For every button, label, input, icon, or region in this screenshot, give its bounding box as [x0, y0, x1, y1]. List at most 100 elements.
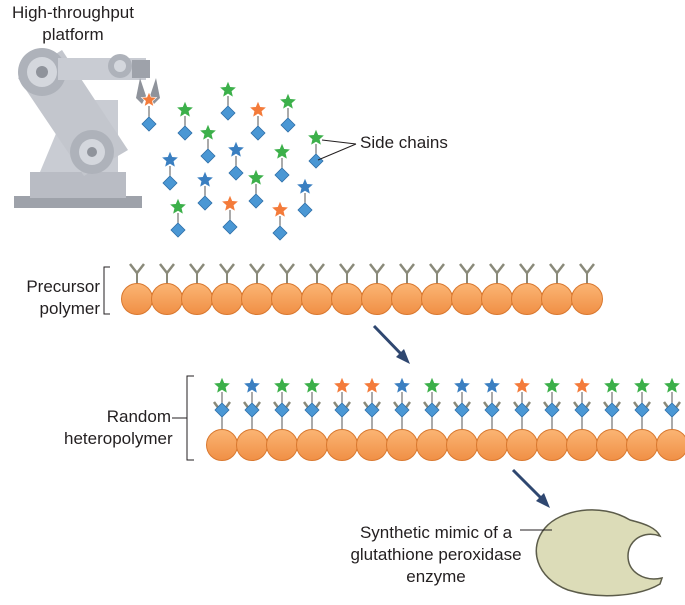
enzyme-mimic-label: Synthetic mimic of a glutathione peroxid…	[348, 522, 524, 588]
orange-star-shape	[363, 377, 380, 393]
side-chain-cloud	[141, 81, 324, 240]
monomer-bead	[567, 430, 598, 461]
monomer-bead	[332, 284, 363, 315]
green-star-shape	[307, 129, 324, 145]
side-chains-label: Side chains	[360, 132, 480, 154]
green-star-shape	[169, 198, 186, 214]
reactive-handle	[460, 264, 474, 273]
diamond-shape	[198, 196, 212, 210]
reactive-handle	[430, 264, 444, 273]
monomer-bead	[417, 430, 448, 461]
reactive-handle	[310, 264, 324, 273]
reactive-handle	[160, 264, 174, 273]
monomer-bead	[477, 430, 508, 461]
monomer-bead	[212, 284, 243, 315]
side-chain	[249, 101, 266, 140]
green-star-shape	[247, 169, 264, 185]
monomer-bead	[572, 284, 603, 315]
green-star-shape	[303, 377, 320, 393]
reactive-handle	[520, 264, 534, 273]
monomer-bead	[302, 284, 333, 315]
green-star-shape	[199, 124, 216, 140]
reactive-handle	[550, 264, 564, 273]
side-chain	[273, 143, 290, 182]
reactive-handle	[190, 264, 204, 273]
diamond-shape	[275, 168, 289, 182]
green-star-shape	[423, 377, 440, 393]
side-chain	[271, 201, 288, 240]
side-chain	[176, 101, 193, 140]
blue-star-shape	[227, 141, 244, 157]
random-heteropolymer-label: Random heteropolymer	[64, 406, 171, 450]
reactive-handle	[280, 264, 294, 273]
monomer-bead	[272, 284, 303, 315]
monomer-bead	[507, 430, 538, 461]
side-chain	[169, 198, 186, 237]
green-star-shape	[663, 377, 680, 393]
monomer-bead	[512, 284, 543, 315]
diamond-shape	[249, 194, 263, 208]
precursor-polymer	[122, 264, 603, 315]
side-chain	[199, 124, 216, 163]
green-star-shape	[273, 377, 290, 393]
side-chain	[296, 178, 313, 217]
reactive-handle	[130, 264, 144, 273]
platform-label: High-throughput platform	[8, 2, 138, 46]
reactive-handle	[340, 264, 354, 273]
blue-star-shape	[453, 377, 470, 393]
monomer-bead	[362, 284, 393, 315]
green-star-shape	[176, 101, 193, 117]
diamond-shape	[273, 226, 287, 240]
reactive-handle	[370, 264, 384, 273]
monomer-bead	[207, 430, 238, 461]
monomer-bead	[392, 284, 423, 315]
orange-star-shape	[573, 377, 590, 393]
side-chain	[219, 81, 236, 120]
blue-star-shape	[243, 377, 260, 393]
diamond-shape	[178, 126, 192, 140]
monomer-bead	[357, 430, 388, 461]
orange-star-shape	[271, 201, 288, 217]
diamond-shape	[142, 117, 156, 131]
green-star-shape	[213, 377, 230, 393]
diamond-shape	[309, 154, 323, 168]
diamond-shape	[298, 203, 312, 217]
reactive-handle	[490, 264, 504, 273]
diamond-shape	[221, 106, 235, 120]
monomer-bead	[267, 430, 298, 461]
reactive-handle	[400, 264, 414, 273]
side-chain	[247, 169, 264, 208]
diamond-shape	[201, 149, 215, 163]
diamond-shape	[223, 220, 237, 234]
diamond-shape	[163, 176, 177, 190]
side-chains-callout	[318, 140, 356, 160]
blue-star-shape	[161, 151, 178, 167]
side-chain	[279, 93, 296, 132]
monomer-bead	[152, 284, 183, 315]
green-star-shape	[279, 93, 296, 109]
diamond-shape	[281, 118, 295, 132]
precursor-label: Precursor polymer	[0, 276, 100, 320]
green-star-shape	[543, 377, 560, 393]
orange-star-shape	[513, 377, 530, 393]
blue-star-shape	[196, 171, 213, 187]
heteropolymer-bracket	[172, 376, 194, 460]
monomer-bead	[297, 430, 328, 461]
monomer-bead	[122, 284, 153, 315]
monomer-bead	[387, 430, 418, 461]
diamond-shape	[251, 126, 265, 140]
monomer-bead	[327, 430, 358, 461]
robot-arm	[14, 48, 160, 208]
random-heteropolymer	[207, 377, 685, 461]
monomer-bead	[482, 284, 513, 315]
monomer-bead	[542, 284, 573, 315]
precursor-bracket	[104, 267, 110, 314]
reactive-handle	[220, 264, 234, 273]
monomer-bead	[597, 430, 628, 461]
side-chain	[227, 141, 244, 180]
side-chain	[196, 171, 213, 210]
orange-star-shape	[249, 101, 266, 117]
green-star-shape	[219, 81, 236, 97]
